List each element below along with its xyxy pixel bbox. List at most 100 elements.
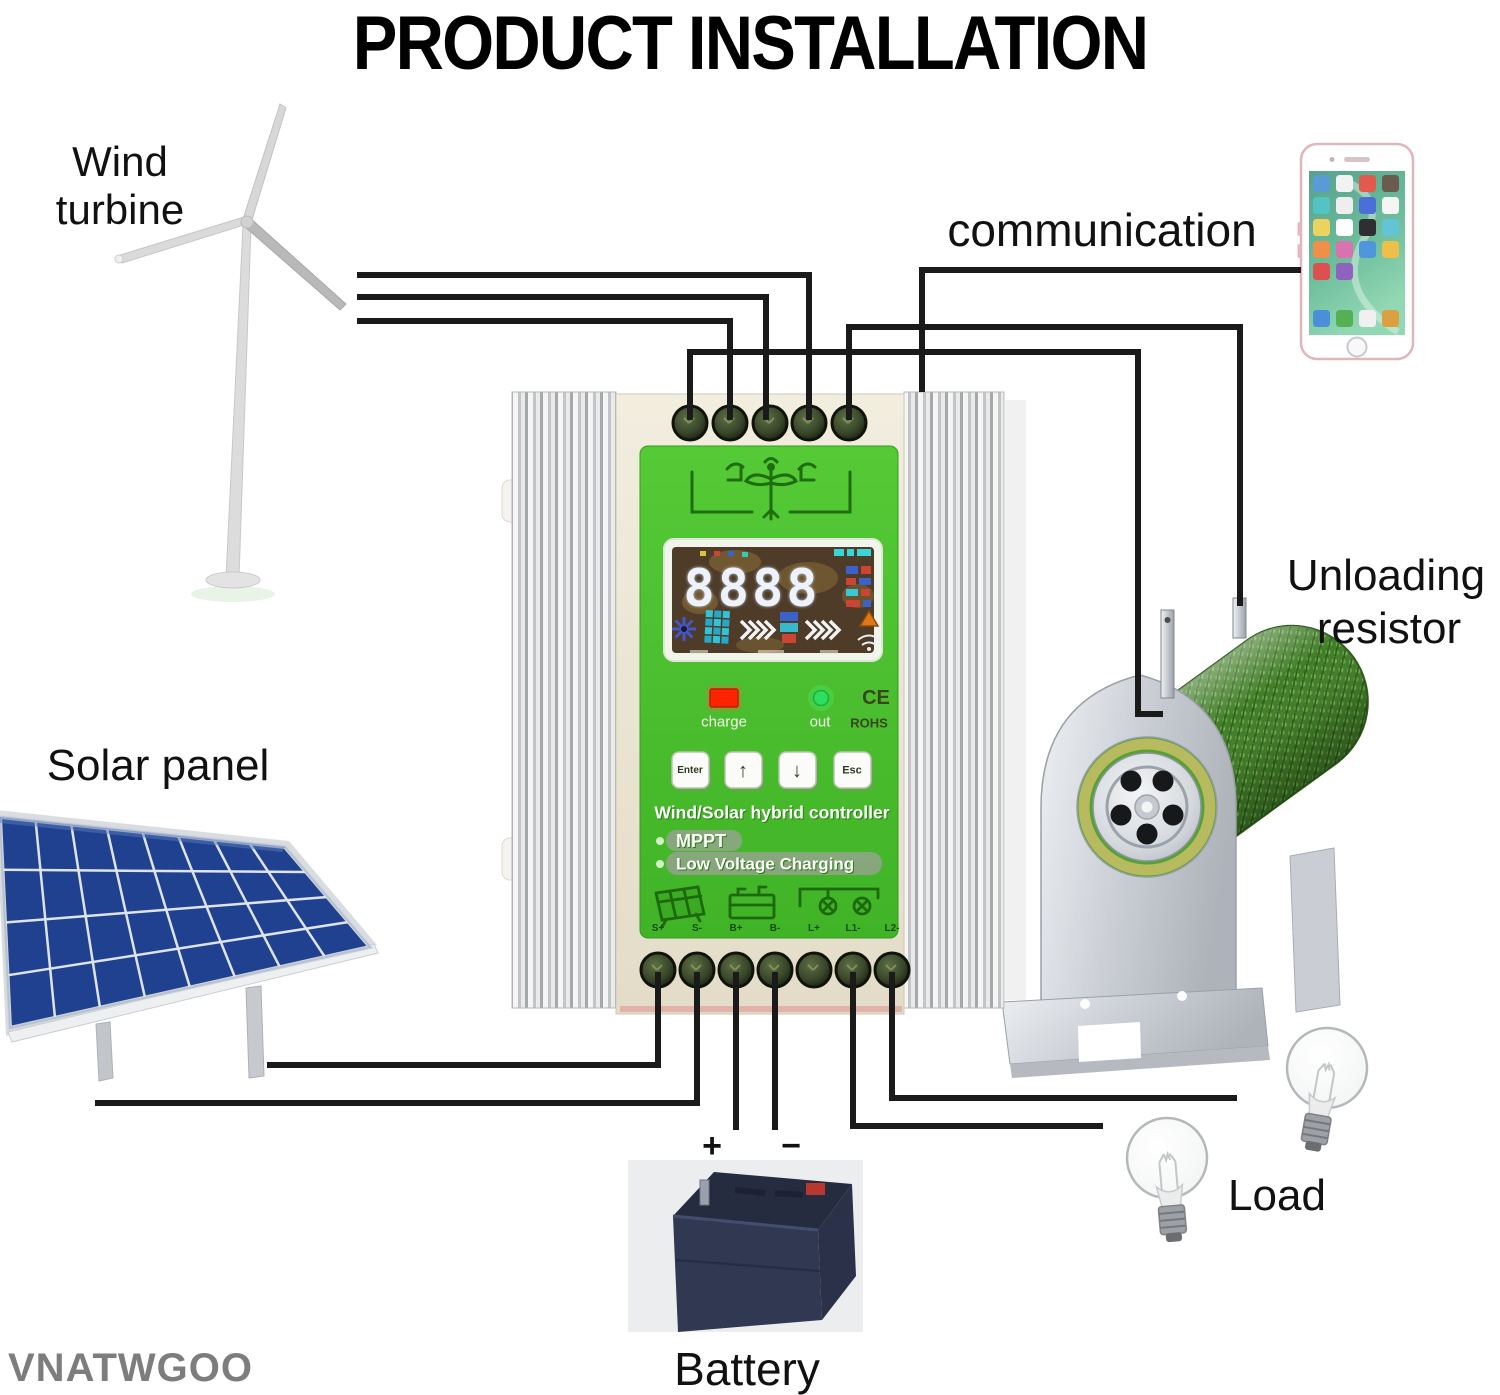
- phone-volume-button: [1297, 244, 1302, 258]
- resistor-base-notch: [1078, 1022, 1141, 1062]
- wire-load-1: [889, 972, 1237, 1101]
- esc-button: [833, 751, 872, 789]
- communication-label: communication: [947, 204, 1257, 256]
- tab-hole: [1164, 617, 1171, 623]
- turbine-base: [205, 571, 261, 589]
- terminal-label-l2-minus: L2-: [884, 923, 900, 934]
- turbine-ground-shadow: [191, 586, 275, 602]
- battery-red-cap: [806, 1183, 825, 1195]
- down-button: [778, 751, 817, 789]
- battery-seam: [675, 1258, 821, 1273]
- phone-camera: [1329, 157, 1335, 162]
- feature-low-voltage: Low Voltage Charging: [676, 854, 855, 874]
- resistor-hub-glint: [1141, 801, 1153, 813]
- resistor-yellow-ring: [1078, 738, 1216, 876]
- turbine-blade-right: [243, 217, 347, 311]
- heatsink-fins-left: [511, 391, 617, 1009]
- wind-turbine-label-line1: Wind: [72, 138, 168, 185]
- lcd-display-value: 8888: [683, 559, 821, 619]
- resistor-cap-holes: [1110, 770, 1184, 845]
- page-title: PRODUCT INSTALLATION: [352, 1, 1149, 86]
- phone-app-icons: [1313, 175, 1399, 327]
- wire-communication: [919, 267, 1301, 392]
- battery-plus-sign: +: [702, 1127, 722, 1165]
- out-led-icon: [812, 689, 830, 707]
- out-led-label: out: [809, 713, 831, 731]
- battery-minus-sign: −: [781, 1127, 801, 1165]
- terminal-label-l-plus: L+: [808, 923, 820, 934]
- battery-side: [818, 1184, 856, 1320]
- wire-wind-phase2: [357, 294, 769, 420]
- enter-button: [671, 751, 710, 789]
- unloading-resistor-label-line1: Unloading: [1286, 551, 1486, 600]
- bottom-terminals: [639, 951, 911, 989]
- charge-led-label: charge: [701, 713, 747, 731]
- watermark: VNATWGOO: [8, 1346, 254, 1390]
- bullet-dot: [656, 860, 664, 868]
- brand-logo-icon: [690, 457, 852, 521]
- load-circuit-icon: [798, 887, 880, 916]
- terminal-label-s-plus: S+: [651, 923, 665, 934]
- battery-graphic: [628, 1160, 863, 1332]
- wire-solar-positive: [267, 972, 661, 1068]
- light-bulb-icon: [1271, 1020, 1375, 1159]
- resistor-cap-ring: [1105, 765, 1189, 849]
- turbine-hub: [240, 215, 254, 229]
- body-bottom-accent: [620, 1006, 902, 1012]
- wire-solar-negative: [95, 972, 700, 1106]
- solar-panel-label: Solar panel: [46, 741, 270, 790]
- wire-unloading-resistor-1: [687, 349, 1163, 717]
- battery-icon: [728, 885, 776, 920]
- fin-shadow: [1004, 400, 1026, 1000]
- solar-leg-left: [95, 1021, 114, 1082]
- phone-graphic: [1297, 142, 1415, 361]
- solar-top-glint: [0, 817, 285, 852]
- turbine-blade-up: [242, 103, 287, 224]
- turbine-tower: [225, 224, 252, 579]
- lcd-screen-graphics: [672, 549, 881, 654]
- ce-mark: CE: [862, 687, 890, 709]
- battery-front: [673, 1216, 822, 1332]
- down-arrow-icon: ↓: [792, 760, 802, 782]
- wire-wind-phase3: [357, 318, 733, 420]
- product-name-text: Wind/Solar hybrid controller: [654, 802, 890, 823]
- wiring: [95, 267, 1301, 1130]
- terminal-label-l1-minus: L1-: [845, 923, 861, 934]
- resistor-base-edge: [1010, 1046, 1270, 1078]
- unloading-resistor-label-line2: resistor: [1316, 604, 1462, 653]
- unloading-resistor-graphic: [1001, 597, 1369, 1078]
- top-terminals: [671, 404, 868, 442]
- esc-button-label: Esc: [842, 764, 862, 777]
- wind-turbine-graphic: [114, 103, 347, 602]
- battery-top-ridges: [734, 1187, 804, 1198]
- controller-graphic: [501, 391, 1026, 1015]
- terminal-icons: [654, 885, 880, 929]
- feature-mppt: MPPT: [676, 831, 727, 851]
- lvc-pill: [666, 852, 882, 875]
- wire-wind-phase1: [357, 272, 812, 420]
- wind-turbine-label-line2: turbine: [55, 186, 185, 233]
- base-glint: [1080, 999, 1090, 1009]
- phone-home-button: [1346, 336, 1368, 358]
- resistor-terminal-tab-front: [1160, 609, 1175, 699]
- mppt-pill: [666, 830, 742, 851]
- charge-led-icon: [709, 688, 739, 708]
- solar-grid-lines: [2, 820, 349, 1019]
- resistor-rear-foot: [1289, 847, 1341, 1013]
- up-button: [724, 751, 763, 789]
- load-label: Load: [1228, 1171, 1326, 1220]
- enter-button-label: Enter: [677, 765, 703, 776]
- terminal-label-s-minus: S-: [692, 923, 702, 934]
- solar-panel-graphic: [0, 810, 379, 1082]
- battery-label: Battery: [674, 1343, 820, 1395]
- up-arrow-icon: ↑: [738, 760, 748, 782]
- light-bulb-icon: [1122, 1113, 1216, 1247]
- wire-unloading-resistor-2: [846, 324, 1243, 606]
- terminal-label-b-minus: B-: [769, 923, 781, 934]
- battery-terminal-post: [699, 1179, 710, 1206]
- heatsink-fins-right: [903, 391, 1005, 1009]
- phone-volume-button: [1297, 222, 1302, 236]
- solar-panel-icon: [654, 885, 706, 929]
- turbine-blade-tip: [114, 254, 124, 264]
